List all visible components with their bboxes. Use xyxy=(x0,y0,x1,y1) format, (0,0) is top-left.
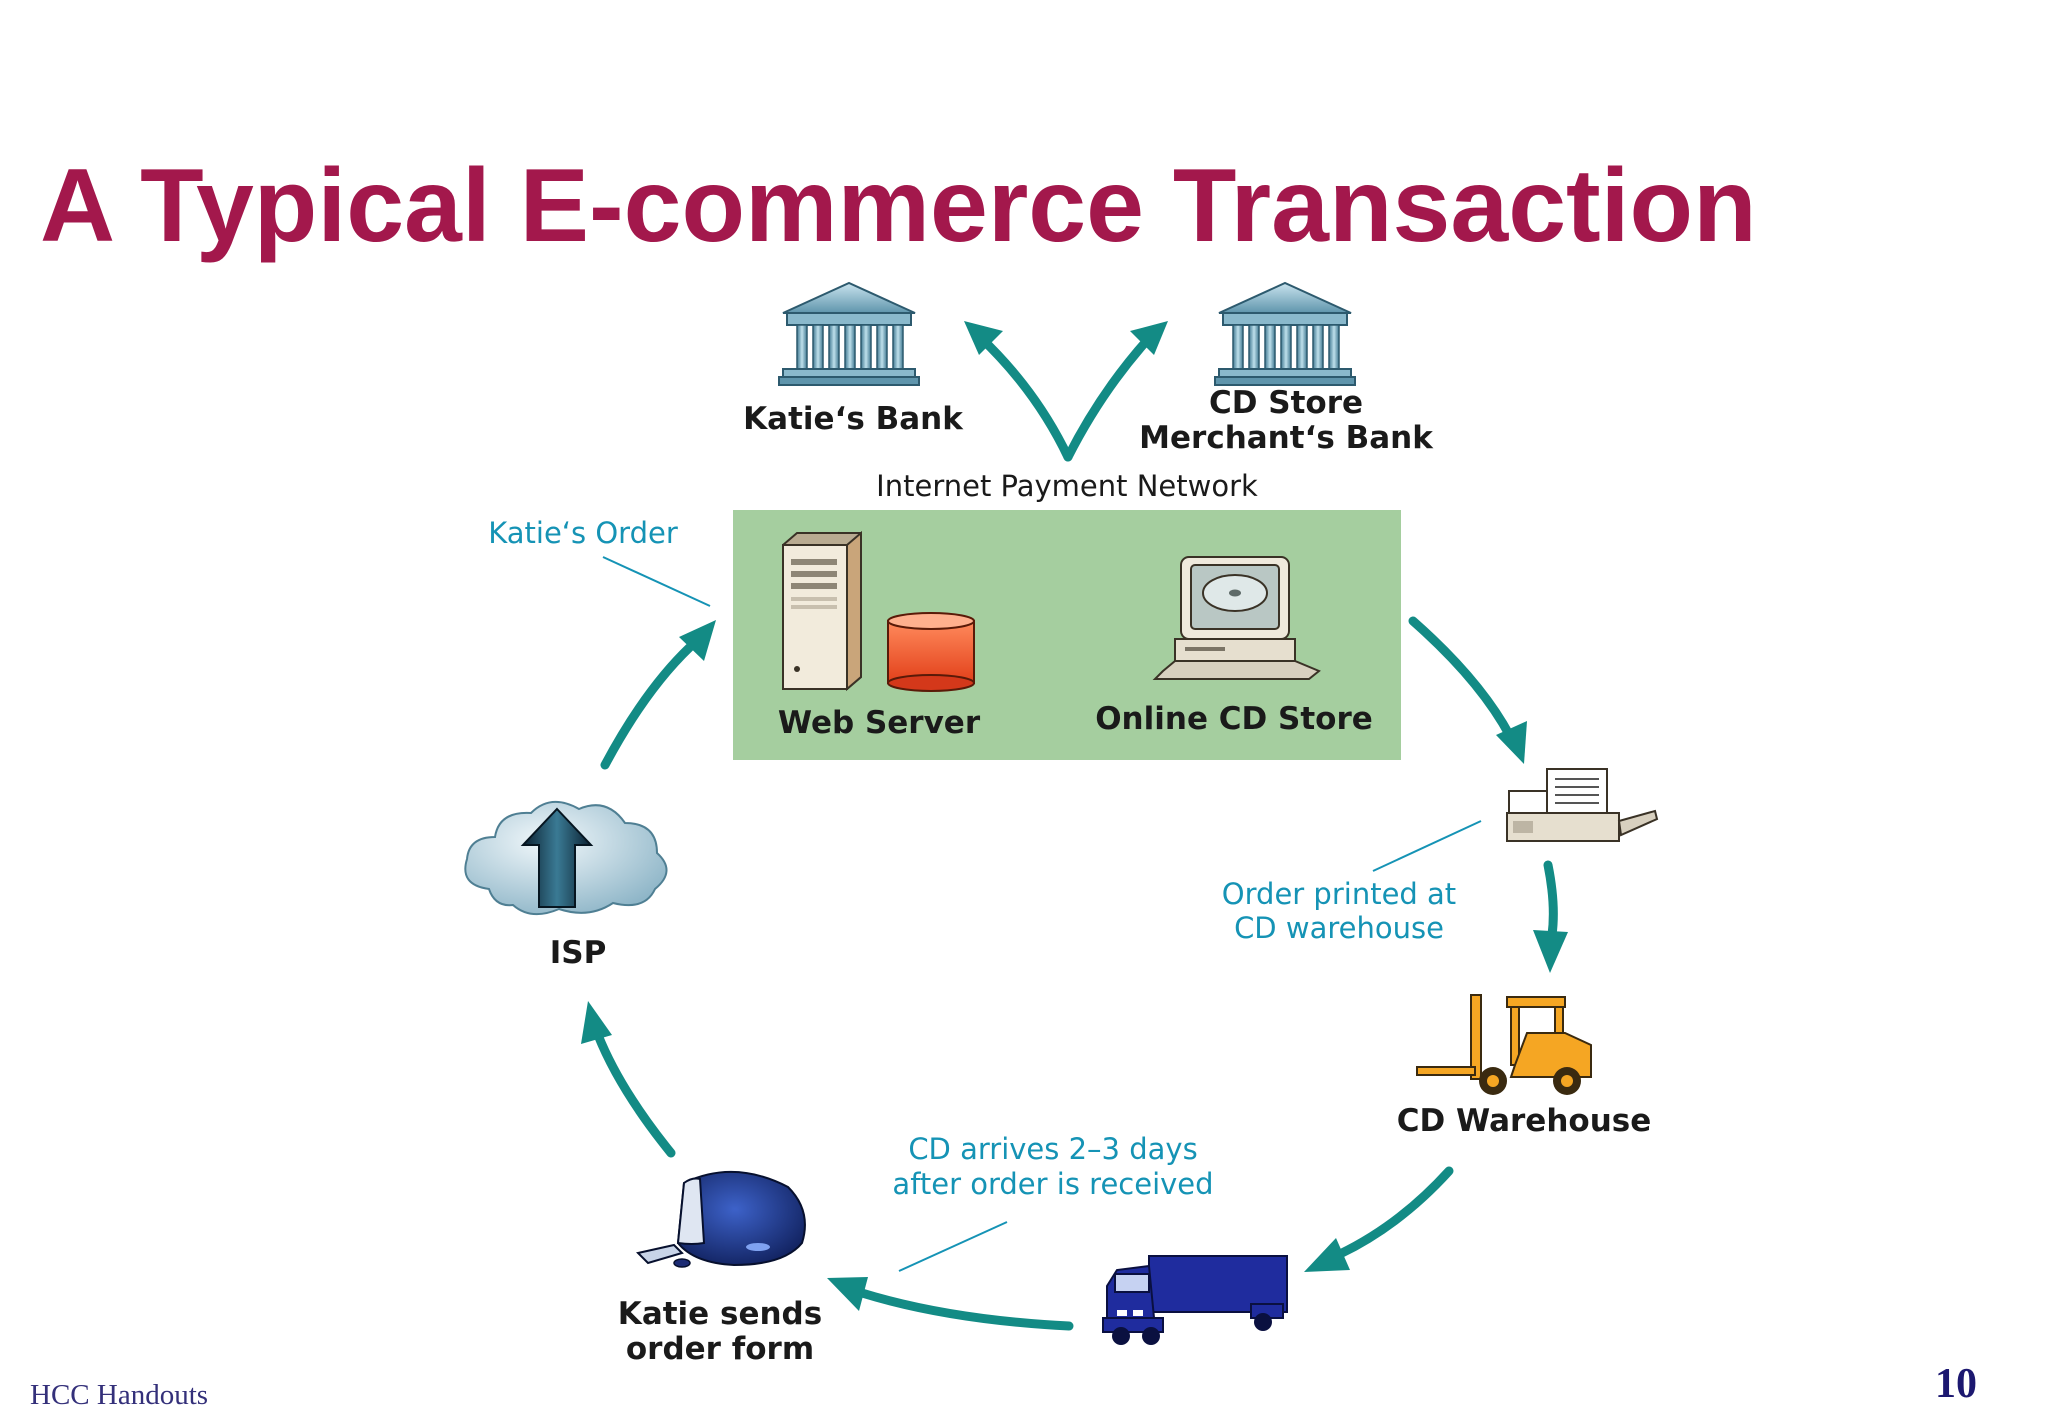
arrow-store-to-printer xyxy=(1408,616,1527,764)
cd-arrives-note-1: CD arrives 2–3 days xyxy=(908,1132,1197,1166)
truck-icon xyxy=(1102,1255,1288,1345)
merchant-bank-icon xyxy=(1214,281,1356,386)
warehouse-label: CD Warehouse xyxy=(1397,1103,1652,1139)
server-tower-icon xyxy=(782,530,862,692)
merchant-bank-label-1: CD Store xyxy=(1209,385,1363,421)
payment-network-label: Internet Payment Network xyxy=(876,469,1258,503)
katies-bank-icon xyxy=(778,281,920,386)
order-printed-note-2: CD warehouse xyxy=(1234,911,1444,945)
cd-arrives-note-2: after order is received xyxy=(892,1167,1213,1201)
katies-bank-label: Katie‘s Bank xyxy=(743,401,964,437)
web-server-label: Web Server xyxy=(778,705,981,741)
order-printed-leader xyxy=(1372,820,1482,872)
katie-label-2: order form xyxy=(626,1331,814,1367)
cd-arrives-leader xyxy=(898,1221,1008,1272)
arrow-warehouse-to-truck xyxy=(1304,1166,1454,1272)
payment-network-arrows xyxy=(964,321,1168,462)
slide-title: A Typical E-commerce Transaction xyxy=(40,148,1757,264)
merchant-bank-label-2: Merchant‘s Bank xyxy=(1139,420,1434,456)
forklift-icon xyxy=(1416,994,1592,1095)
order-printed-note-1: Order printed at xyxy=(1222,877,1456,911)
katies-order-leader xyxy=(602,556,711,607)
arrow-truck-to-katie xyxy=(827,1277,1074,1331)
online-store-label: Online CD Store xyxy=(1095,701,1373,737)
database-icon xyxy=(887,612,975,692)
imac-icon xyxy=(636,1170,806,1268)
katie-label-1: Katie sends xyxy=(618,1296,822,1332)
arrow-printer-to-warehouse xyxy=(1533,860,1568,973)
cloud-upload-icon xyxy=(464,801,668,916)
katies-order-note: Katie‘s Order xyxy=(488,516,678,550)
arrow-katie-to-isp xyxy=(581,1001,676,1158)
arrow-isp-to-store xyxy=(600,620,716,770)
computer-cd-icon xyxy=(1152,556,1321,680)
isp-label: ISP xyxy=(550,935,607,971)
footer-label: HCC Handouts xyxy=(30,1379,208,1411)
printer-icon xyxy=(1506,768,1659,842)
page-number: 10 xyxy=(1935,1361,1977,1407)
